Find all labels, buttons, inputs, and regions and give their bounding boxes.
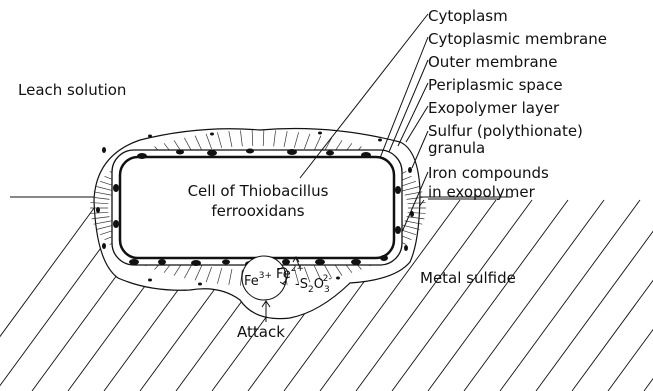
iron-compound-particle bbox=[102, 243, 106, 249]
iron-compound-particle bbox=[148, 279, 152, 282]
iron-compound-particle bbox=[96, 207, 100, 213]
exopolymer-layer-label: Exopolymer layer bbox=[428, 99, 560, 117]
hatch-line bbox=[428, 200, 568, 391]
iron-compound-particle bbox=[395, 226, 401, 234]
leader-sulfur-granula bbox=[412, 131, 428, 168]
iron-compound-particle bbox=[336, 277, 340, 280]
iron-compound-particle bbox=[282, 259, 290, 265]
hatch-line bbox=[464, 200, 604, 391]
iron-compound-particle bbox=[318, 132, 322, 135]
iron-compound-particle bbox=[315, 259, 325, 265]
hatch-line bbox=[608, 200, 653, 391]
iron-compounds-label-line1: Iron compounds bbox=[428, 164, 549, 182]
iron-compound-particle bbox=[351, 259, 361, 265]
iron-compound-particle bbox=[361, 152, 371, 158]
hatch-line bbox=[0, 200, 100, 391]
cytoplasm-label: Cytoplasm bbox=[428, 7, 508, 25]
outer-membrane-label: Outer membrane bbox=[428, 53, 557, 71]
iron-compound-particle bbox=[408, 167, 412, 173]
iron-compound-particle bbox=[380, 255, 388, 261]
cell-label-line2: ferrooxidans bbox=[211, 202, 304, 220]
hatch-line bbox=[536, 200, 653, 391]
leader-exopolymer-layer bbox=[406, 106, 428, 142]
iron-compound-particle bbox=[326, 151, 334, 156]
hatch-line bbox=[500, 200, 640, 391]
iron-compound-particle bbox=[129, 259, 139, 265]
sulfur-granula-label-line2: granula bbox=[428, 139, 485, 157]
iron-compound-particle bbox=[395, 186, 401, 194]
sulfur-granula-label-line1: Sulfur (polythionate) bbox=[428, 122, 583, 140]
hatch-line bbox=[572, 200, 653, 391]
periplasmic-space-label: Periplasmic space bbox=[428, 76, 563, 94]
fe2-ion: Fe bbox=[276, 267, 291, 282]
iron-compound-particle bbox=[207, 150, 217, 156]
iron-compound-particle bbox=[113, 220, 119, 228]
hatch-line bbox=[644, 200, 653, 391]
iron-compound-particle bbox=[191, 260, 201, 266]
iron-compound-particle bbox=[176, 150, 184, 155]
cytoplasmic-membrane-label: Cytoplasmic membrane bbox=[428, 30, 607, 48]
iron-compound-particle bbox=[378, 139, 382, 142]
iron-compound-particle bbox=[404, 245, 408, 251]
iron-compound-particle bbox=[198, 283, 202, 286]
iron-compound-particle bbox=[246, 149, 254, 154]
iron-compound-particle bbox=[210, 133, 214, 136]
leach-solution-label: Leach solution bbox=[18, 81, 126, 99]
cell-label-line1: Cell of Thiobacillus bbox=[188, 182, 329, 200]
iron-compound-particle bbox=[222, 260, 230, 265]
thiosulfate-ion: -S2O32- bbox=[295, 274, 332, 295]
iron-compound-particle bbox=[148, 135, 152, 138]
attack-label: Attack bbox=[237, 323, 285, 341]
iron-compound-particle bbox=[158, 259, 166, 265]
iron-compound-particle bbox=[137, 153, 147, 159]
leader-periplasmic-space bbox=[398, 83, 428, 146]
iron-compound-particle bbox=[113, 184, 119, 192]
iron-compound-particle bbox=[287, 149, 297, 155]
iron-compound-particle bbox=[102, 147, 106, 153]
metal-sulfide-label: Metal sulfide bbox=[420, 269, 516, 287]
iron-compounds-label-line2: in exopolymer bbox=[428, 183, 536, 201]
fe3-ion: Fe bbox=[244, 274, 259, 289]
